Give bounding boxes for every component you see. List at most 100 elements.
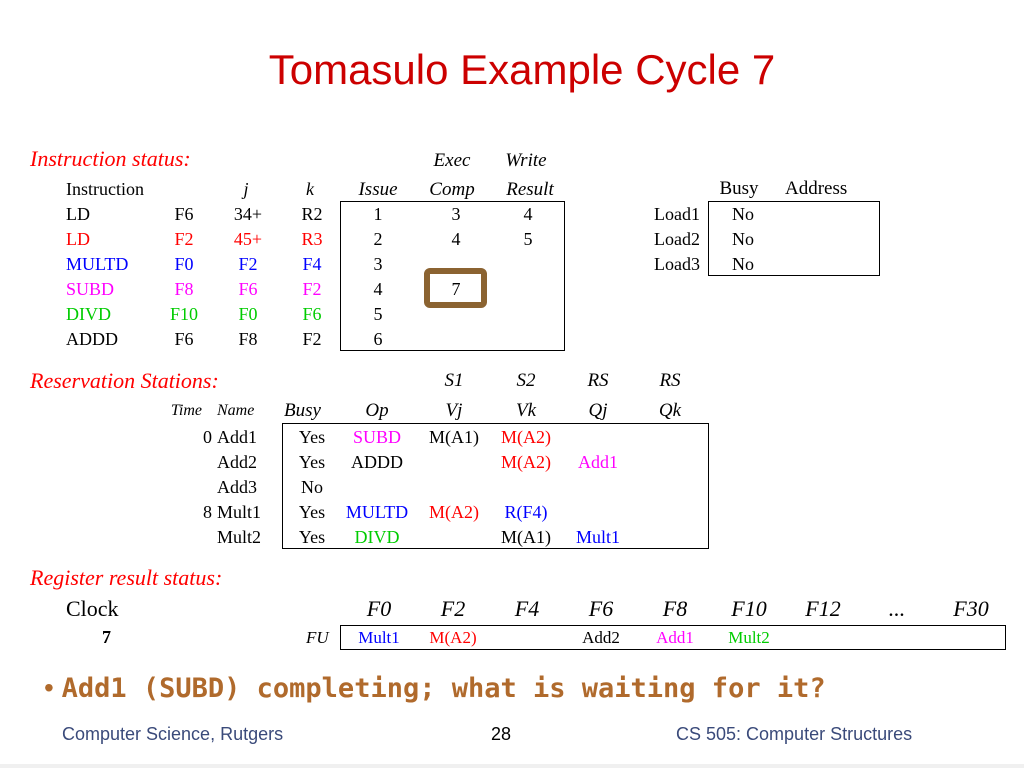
instr-issue: 1 — [373, 204, 383, 224]
rs-vk: R(F4) — [504, 502, 548, 522]
instruction-status-heading: Instruction status: — [30, 146, 191, 171]
instr-dst: F8 — [174, 279, 194, 299]
header-exec: Exec — [433, 150, 471, 171]
instr-k: F6 — [302, 304, 322, 324]
header-comp: Comp — [429, 179, 475, 200]
instr-dst: F2 — [174, 229, 194, 249]
rs-busy: Yes — [298, 427, 326, 447]
register-status-box — [340, 625, 1006, 650]
rs-name: Mult2 — [217, 527, 262, 547]
instr-k: F4 — [302, 254, 322, 274]
rs-header-rs2: RS — [659, 370, 681, 391]
rs-vk: M(A2) — [501, 427, 551, 447]
bullet-text: Add1 (SUBD) completing; what is waiting … — [61, 673, 826, 704]
register-name: F8 — [662, 596, 688, 621]
rs-vk: M(A2) — [501, 452, 551, 472]
header-result: Result — [506, 179, 554, 200]
rs-header-rs1: RS — [587, 370, 609, 391]
rs-time: 0 — [203, 427, 212, 447]
instr-issue: 2 — [373, 229, 383, 249]
register-name: F2 — [440, 596, 466, 621]
rs-vj: M(A1) — [429, 427, 479, 447]
fu-label: FU — [306, 628, 329, 647]
instr-j: F6 — [238, 279, 258, 299]
instr-issue: 4 — [373, 279, 383, 299]
rs-busy: Yes — [298, 527, 326, 547]
register-name: F4 — [514, 596, 540, 621]
rs-header-s2: S2 — [516, 370, 536, 391]
rs-time: 8 — [203, 502, 212, 522]
rs-header-s1: S1 — [444, 370, 464, 391]
instr-comp: 4 — [451, 229, 461, 249]
rs-busy: No — [301, 477, 323, 497]
load-buffers-box — [708, 201, 880, 276]
instr-k: R2 — [301, 204, 323, 224]
footer-right: CS 505: Computer Structures — [676, 724, 913, 744]
instr-dst: F10 — [169, 304, 198, 324]
rs-header-time: Time — [170, 402, 202, 419]
register-name: F30 — [953, 596, 989, 621]
load-name: Load3 — [654, 254, 700, 274]
instr-issue: 5 — [373, 304, 383, 324]
rs-busy: Yes — [298, 502, 326, 522]
page-title: Tomasulo Example Cycle 7 — [268, 46, 776, 93]
bullet-point: • Add1 (SUBD) completing; what is waitin… — [44, 672, 826, 704]
rs-header-qk: Qk — [658, 400, 682, 421]
rs-qj: Mult1 — [575, 527, 620, 547]
rs-op: MULTD — [345, 502, 409, 522]
rs-op: DIVD — [354, 527, 400, 547]
rs-busy: Yes — [298, 452, 326, 472]
rs-vj: M(A2) — [429, 502, 479, 522]
rs-header-op: Op — [365, 400, 389, 421]
instr-comp: 7 — [451, 279, 461, 299]
instr-op: DIVD — [66, 304, 111, 324]
register-fu: M(A2) — [429, 628, 477, 647]
instr-j: F8 — [238, 329, 258, 349]
register-name: ... — [888, 596, 906, 621]
footer-left: Computer Science, Rutgers — [62, 724, 284, 744]
register-fu: Add2 — [582, 628, 620, 647]
instr-k: F2 — [302, 329, 322, 349]
instr-result: 4 — [523, 204, 533, 224]
instr-issue: 6 — [373, 329, 383, 349]
load-header-address: Address — [785, 178, 848, 199]
rs-header-vj: Vj — [445, 400, 463, 421]
register-name: F12 — [805, 596, 841, 621]
header-k: k — [306, 179, 314, 199]
rs-header-busy: Busy — [284, 400, 321, 421]
load-name: Load2 — [654, 229, 700, 249]
register-fu: Add1 — [656, 628, 694, 647]
instr-k: R3 — [301, 229, 323, 249]
instr-op: ADDD — [66, 329, 118, 349]
load-header-busy: Busy — [719, 178, 759, 199]
bullet-glyph: • — [44, 672, 62, 703]
rs-header-vk: Vk — [515, 400, 537, 421]
register-status-heading: Register result status: — [30, 565, 223, 590]
load-name: Load1 — [654, 204, 700, 224]
instr-comp: 3 — [451, 204, 461, 224]
load-busy: No — [732, 254, 754, 274]
register-name: F6 — [588, 596, 614, 621]
header-instruction: Instruction — [66, 179, 144, 199]
instruction-status-box — [340, 201, 565, 351]
header-j: j — [243, 179, 249, 199]
register-name: F0 — [366, 596, 392, 621]
footer-page-number: 28 — [491, 724, 512, 744]
rs-name: Add1 — [217, 427, 257, 447]
rs-name: Mult1 — [217, 502, 262, 522]
completion-highlight — [424, 268, 487, 308]
rs-vk: M(A1) — [501, 527, 551, 547]
reservation-stations-heading: Reservation Stations: — [30, 368, 219, 393]
rs-name: Add2 — [217, 452, 257, 472]
clock-value: 7 — [102, 627, 111, 647]
load-busy: No — [732, 229, 754, 249]
rs-header-qj: Qj — [588, 400, 608, 421]
rs-op: ADDD — [351, 452, 403, 472]
footer-rule — [0, 764, 1024, 768]
instr-op: LD — [66, 204, 90, 224]
instr-j: 34+ — [233, 204, 263, 224]
instr-dst: F6 — [174, 329, 194, 349]
instr-op: SUBD — [66, 279, 115, 299]
instr-op: LD — [66, 229, 90, 249]
header-write: Write — [505, 150, 547, 171]
